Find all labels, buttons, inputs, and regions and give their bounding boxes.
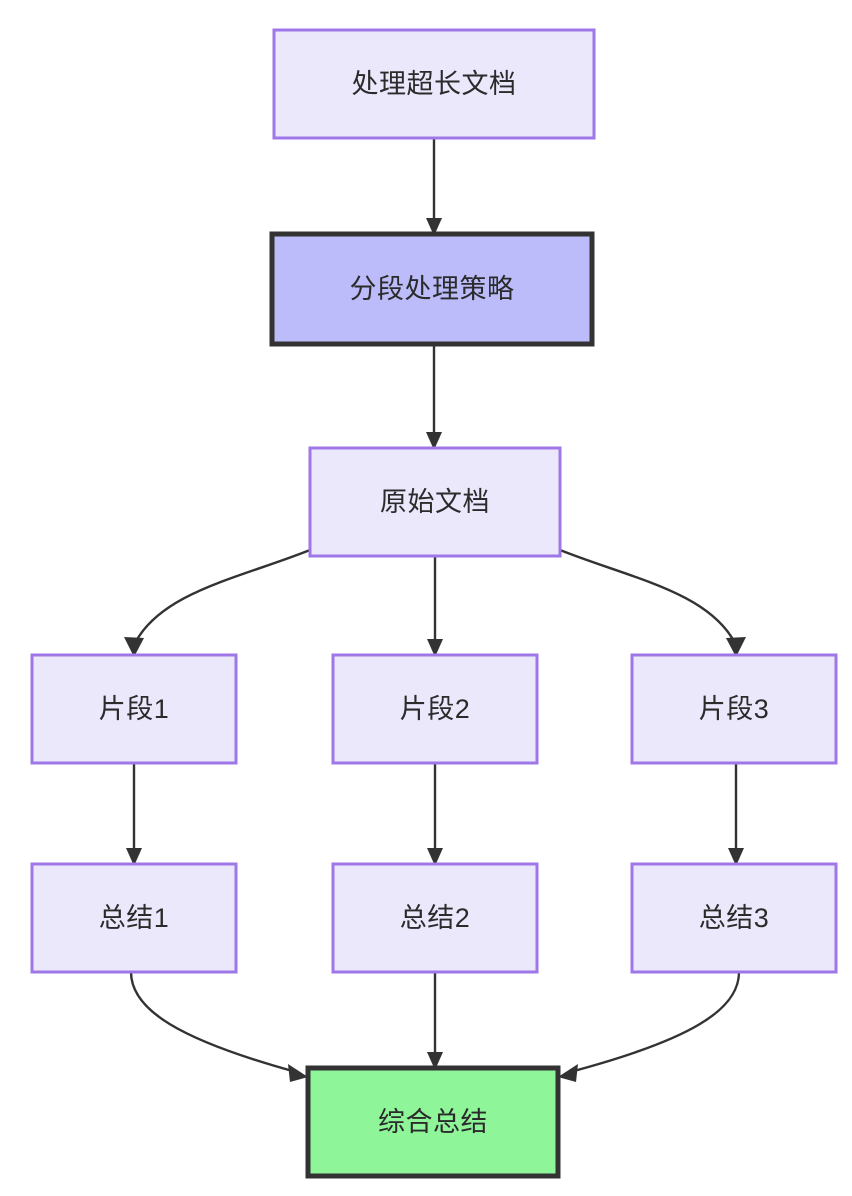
edge-original-doc-to-fragment-3 <box>559 548 746 657</box>
arrow-head-icon <box>728 848 744 866</box>
node-box[interactable] <box>269 231 595 347</box>
edge-summary-2-to-final-summary <box>427 972 443 1070</box>
arrow-head-icon <box>558 1064 578 1082</box>
edge-original-doc-to-fragment-1 <box>124 548 311 657</box>
node-summary-1[interactable]: 总结1 <box>30 862 238 974</box>
node-final-summary[interactable]: 综合总结 <box>305 1065 561 1179</box>
edge-fragment-1-to-summary-1 <box>126 763 142 866</box>
node-label: 片段3 <box>699 694 770 724</box>
arrow-head-icon <box>288 1064 308 1082</box>
node-label: 综合总结 <box>378 1107 488 1137</box>
node-chunk-strategy[interactable]: 分段处理策略 <box>269 231 595 347</box>
edge-summary-1-to-final-summary <box>129 971 308 1082</box>
node-box[interactable] <box>30 862 238 974</box>
node-label: 片段2 <box>400 694 471 724</box>
node-label: 处理超长文档 <box>352 69 517 99</box>
edge-fragment-2-to-summary-2 <box>427 763 443 866</box>
arrow-head-icon <box>427 1052 443 1070</box>
node-box[interactable] <box>305 1065 561 1179</box>
node-box[interactable] <box>630 653 838 765</box>
arrow-head-icon <box>124 637 144 657</box>
node-box[interactable] <box>272 28 596 140</box>
edge-fragment-3-to-summary-3 <box>728 763 744 866</box>
node-box[interactable] <box>331 862 539 974</box>
edge-layer <box>124 138 746 1082</box>
node-box[interactable] <box>30 653 238 765</box>
arrow-head-icon <box>126 848 142 866</box>
node-label: 分段处理策略 <box>350 274 515 304</box>
node-original-doc[interactable]: 原始文档 <box>308 446 562 558</box>
node-box[interactable] <box>630 862 838 974</box>
node-label: 总结1 <box>99 903 170 933</box>
edge-summary-3-to-final-summary <box>558 971 741 1082</box>
node-process-long-doc[interactable]: 处理超长文档 <box>272 28 596 140</box>
node-fragment-3[interactable]: 片段3 <box>630 653 838 765</box>
node-fragment-2[interactable]: 片段2 <box>331 653 539 765</box>
node-fragment-1[interactable]: 片段1 <box>30 653 238 765</box>
arrow-head-icon <box>427 639 443 657</box>
node-label: 原始文档 <box>380 487 490 517</box>
arrow-head-icon <box>426 218 442 236</box>
node-layer: 处理超长文档 分段处理策略 原始文档 片段1 片段2 片段3 <box>30 28 838 1179</box>
edge-process-long-doc-to-chunk-strategy <box>426 138 442 236</box>
node-label: 片段1 <box>99 694 170 724</box>
arrow-head-icon <box>426 432 442 450</box>
node-box[interactable] <box>331 653 539 765</box>
arrow-head-icon <box>427 848 443 866</box>
edge-chunk-strategy-to-original-doc <box>426 344 442 450</box>
arrow-head-icon <box>726 637 746 657</box>
node-label: 总结2 <box>400 903 471 933</box>
edge-original-doc-to-fragment-2 <box>427 556 443 657</box>
node-summary-2[interactable]: 总结2 <box>331 862 539 974</box>
node-box[interactable] <box>308 446 562 558</box>
node-summary-3[interactable]: 总结3 <box>630 862 838 974</box>
node-label: 总结3 <box>699 903 770 933</box>
